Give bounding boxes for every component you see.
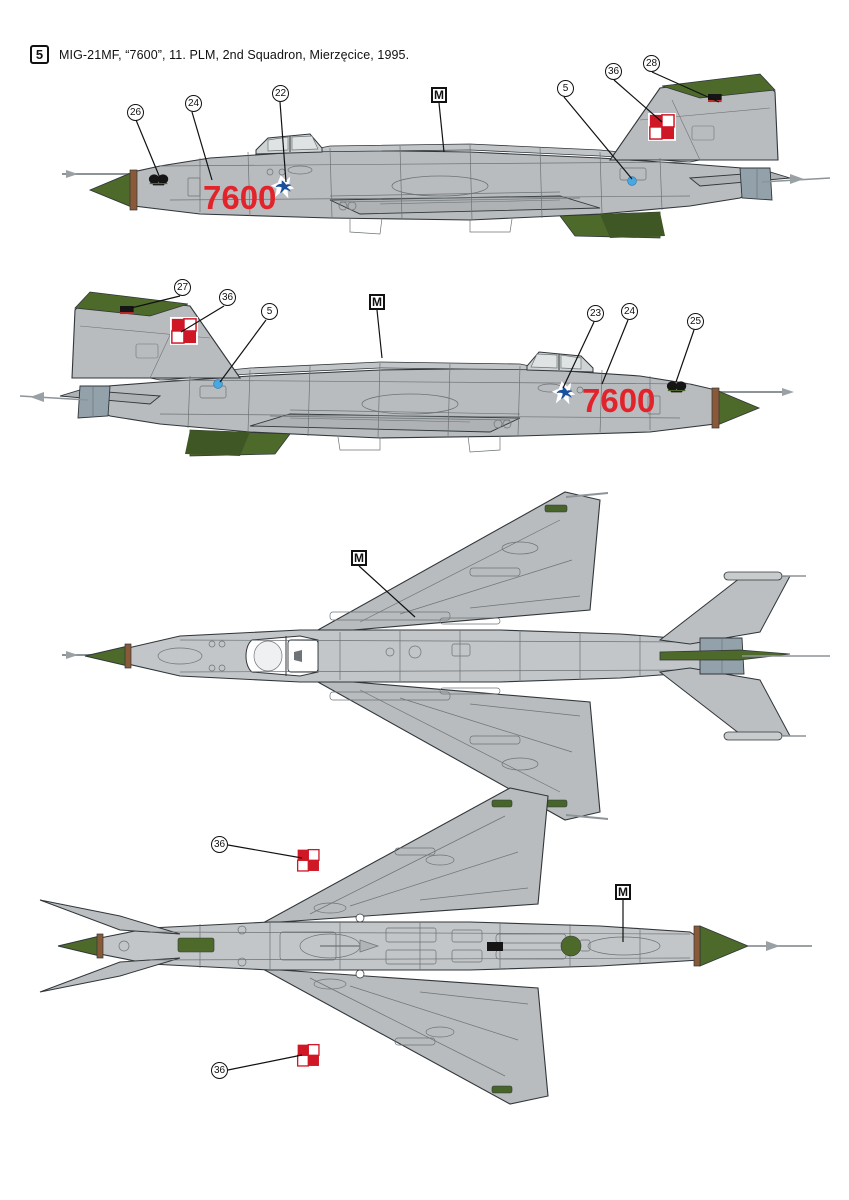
view-profile-right: 7600 bbox=[62, 71, 831, 239]
nose-radome-green-top bbox=[84, 643, 132, 669]
callout-27-profile-left[interactable]: 27 bbox=[174, 279, 191, 296]
panel-lines-top bbox=[157, 630, 701, 682]
callout-24-profile-right[interactable]: 24 bbox=[185, 95, 202, 112]
tailplanes-top bbox=[658, 571, 806, 741]
wingtip-camo-bottom-lower bbox=[491, 1085, 513, 1094]
serial-number-right: 7600 bbox=[203, 179, 276, 216]
wingtip-camo-bottom-upper bbox=[491, 799, 513, 808]
ventral-camo-left bbox=[185, 429, 291, 457]
callout-22-profile-right[interactable]: 22 bbox=[272, 85, 289, 102]
nose-radome-bottom bbox=[57, 933, 104, 959]
canopy-left bbox=[526, 351, 594, 373]
exhaust-nozzle-right bbox=[739, 167, 773, 201]
undercarriage-right bbox=[338, 201, 513, 235]
callout-36-wing-lower[interactable]: 36 bbox=[211, 1062, 228, 1079]
callout-26-profile-right[interactable]: 26 bbox=[127, 104, 144, 121]
centreline-store-right bbox=[329, 175, 581, 203]
panel-lines-bottom bbox=[118, 922, 691, 970]
m-label-profile-right: M bbox=[431, 87, 447, 103]
decal-marker-5-right bbox=[627, 176, 637, 186]
leader-lines-left bbox=[130, 295, 695, 389]
pitot-boom-left bbox=[718, 388, 794, 396]
serial-number-left: 7600 bbox=[582, 382, 655, 419]
nose-radome-green-right bbox=[88, 169, 138, 211]
centreline-store-left bbox=[269, 393, 521, 421]
callout-25-profile-left[interactable]: 25 bbox=[687, 313, 704, 330]
canopy-right bbox=[255, 133, 323, 155]
fin-antenna-right bbox=[708, 94, 722, 103]
callout-23-profile-left[interactable]: 23 bbox=[587, 305, 604, 322]
stores-top bbox=[329, 611, 501, 701]
callout-36-profile-left[interactable]: 36 bbox=[219, 289, 236, 306]
view-profile-left: 7600 bbox=[19, 291, 794, 457]
callout-36-profile-right[interactable]: 36 bbox=[605, 63, 622, 80]
m-label-profile-left: M bbox=[369, 294, 385, 310]
vertical-fin-left bbox=[71, 291, 242, 379]
underside-camo-dot bbox=[560, 935, 582, 957]
page-title: MIG-21MF, “7600”, 11. PLM, 2nd Squadron,… bbox=[59, 47, 410, 62]
leader-lines-bottom bbox=[227, 844, 624, 1071]
fin-top-green bbox=[659, 649, 830, 661]
underside-camo-patch bbox=[177, 937, 215, 953]
pitot-boom-right bbox=[62, 170, 132, 178]
m-label-plan-top: M bbox=[351, 550, 367, 566]
callout-24-profile-left[interactable]: 24 bbox=[621, 303, 638, 320]
wingtip-camo-top-lower bbox=[544, 799, 568, 808]
scheme-header: 5 MIG-21MF, “7600”, 11. PLM, 2nd Squadro… bbox=[30, 45, 409, 64]
tailcone-green-bottom bbox=[693, 925, 812, 967]
callout-5-profile-right[interactable]: 5 bbox=[557, 80, 574, 97]
wings-bottom bbox=[249, 787, 549, 1105]
view-plan-top bbox=[62, 491, 830, 821]
undercarriage-left bbox=[337, 419, 512, 453]
wingtip-camo-top-upper bbox=[544, 504, 568, 513]
exhaust-nozzle-left bbox=[77, 385, 111, 419]
underside-dark-panel bbox=[487, 942, 503, 951]
polish-checkerboard-fin-right bbox=[647, 112, 677, 142]
view-plan-bottom bbox=[39, 787, 812, 1105]
leader-lines-top bbox=[358, 565, 416, 618]
callout-36-wing-upper[interactable]: 36 bbox=[211, 836, 228, 853]
vertical-fin-right bbox=[608, 73, 779, 161]
fin-antenna-left bbox=[120, 306, 134, 315]
canopy-top bbox=[245, 635, 319, 677]
tailplanes-bottom bbox=[39, 899, 181, 993]
callout-28-profile-right[interactable]: 28 bbox=[643, 55, 660, 72]
polish-checkerboard-wing-upper bbox=[295, 847, 322, 874]
callout-5-profile-left[interactable]: 5 bbox=[261, 303, 278, 320]
scheme-number-badge: 5 bbox=[30, 45, 49, 64]
leader-lines-right bbox=[135, 71, 720, 183]
polish-checkerboard-fin-left bbox=[169, 316, 199, 346]
m-label-plan-bottom: M bbox=[615, 884, 631, 900]
nose-radome-green-left bbox=[711, 387, 761, 429]
ventral-camo-right bbox=[559, 211, 665, 239]
panel-lines-right bbox=[159, 144, 691, 221]
